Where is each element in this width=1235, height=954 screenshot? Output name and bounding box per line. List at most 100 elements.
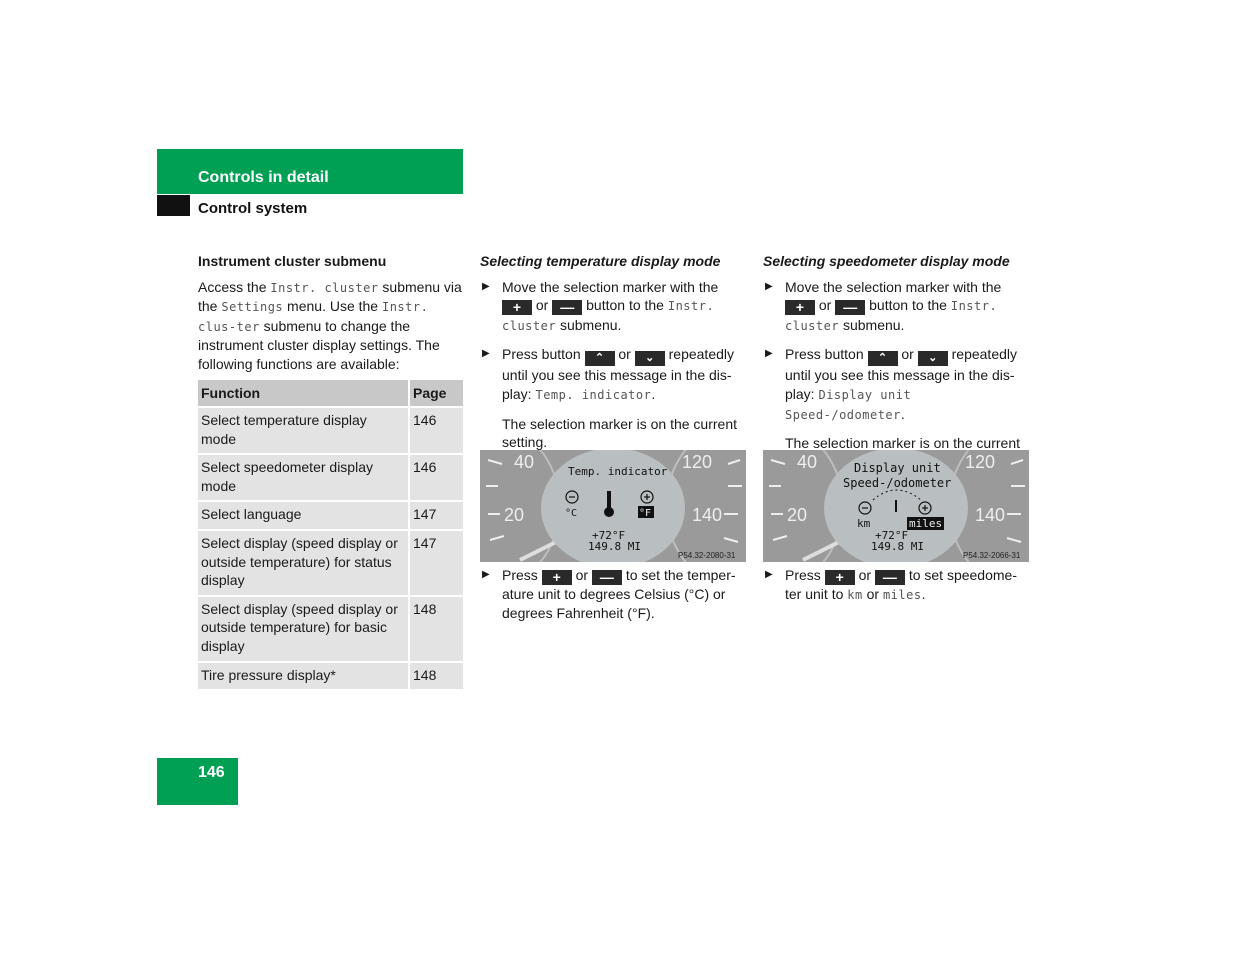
row-page: 148 <box>408 594 463 662</box>
row-page: 148 <box>408 660 463 690</box>
step-text: Move the selection marker with the <box>785 278 1002 295</box>
intro-text: menu. Use the <box>283 298 382 315</box>
step-text: . <box>651 385 656 402</box>
function-table: Function Page Select temperature display… <box>198 380 463 690</box>
tick-20: 20 <box>787 505 807 525</box>
or-text: or <box>818 297 832 314</box>
step-move-marker: ▶ Move the selection marker with the + o… <box>763 278 1029 336</box>
page-number-box <box>157 758 238 805</box>
or-text: or <box>901 346 914 363</box>
tick-20: 20 <box>504 505 524 525</box>
minus-button-icon: — <box>591 570 622 585</box>
step-text: Press <box>785 567 821 583</box>
triangle-bullet-icon: ▶ <box>482 348 490 360</box>
row-function: Select display (speed display or outside… <box>198 528 409 596</box>
unit-miles: miles <box>909 517 942 530</box>
triangle-bullet-icon: ▶ <box>765 569 773 580</box>
minus-button-icon: — <box>552 300 583 316</box>
plus-button-icon: + <box>541 570 572 585</box>
row-function: Select speedometer display mode <box>198 453 409 502</box>
step-press-button: ▶ Press button ⌃ or ⌄ repeatedly until y… <box>763 345 1029 424</box>
header-bar <box>157 149 463 194</box>
display-text: km <box>847 588 863 602</box>
step-text: repeatedly until you see this message in… <box>785 346 1018 402</box>
step-set-temperature-text: ▶ Press + or — to set the temper-ature u… <box>480 566 746 622</box>
row-function: Select display (speed display or outside… <box>198 594 409 662</box>
step-set-speed-unit: ▶ Press + or — to set speedome-ter unit … <box>763 566 1029 605</box>
display-text: Display unit Speed-/odometer <box>785 387 912 422</box>
intro-text: submenu to change the instrument cluster… <box>198 317 440 372</box>
step-text: submenu. <box>842 316 905 333</box>
heading-speedometer: Selecting speedometer display mode <box>763 253 1010 269</box>
up-button-icon: ⌃ <box>867 351 898 367</box>
step-set-speed-unit-text: ▶ Press + or — to set speedome-ter unit … <box>763 566 1029 605</box>
plus-button-icon: + <box>502 300 532 316</box>
tick-140: 140 <box>975 505 1005 525</box>
tick-140: 140 <box>692 505 722 525</box>
or-text: or <box>535 297 549 314</box>
page-number: 146 <box>198 764 225 781</box>
table-row: Select display (speed display or outside… <box>198 528 463 596</box>
tick-120: 120 <box>682 452 712 472</box>
header-function: Function <box>198 380 409 407</box>
triangle-bullet-icon: ▶ <box>765 280 773 292</box>
row-page: 147 <box>408 528 463 596</box>
subsection-title: Control system <box>198 200 308 217</box>
speedometer-display-image: 40 120 20 140 Display unit Speed-/odomet… <box>763 450 1029 562</box>
column-speedometer: Selecting speedometer display mode ▶ Mov… <box>763 252 1029 471</box>
lcd-temperature: +72°F <box>875 529 908 542</box>
down-button-icon: ⌄ <box>917 351 948 367</box>
step-text: to set speedome-ter unit to <box>785 567 1017 602</box>
step-text: submenu. <box>559 316 622 333</box>
intro-text: Access the <box>198 278 271 295</box>
table-row: Select display (speed display or outside… <box>198 594 463 662</box>
step-press-button: ▶ Press button ⌃ or ⌄ repeatedly until y… <box>480 345 746 404</box>
display-text: miles <box>882 588 922 602</box>
step-text: Press <box>502 567 538 583</box>
lcd-title-line2: Speed-/odometer <box>843 476 951 490</box>
minus-circle-icon <box>565 490 579 504</box>
row-function: Select language <box>198 500 409 530</box>
display-text: Instr. clus-ter <box>198 300 429 334</box>
temperature-display-image: 40 120 20 140 Temp. indicator °C °F +72°… <box>480 450 746 562</box>
display-text: Instr. cluster <box>270 280 379 295</box>
step-text: button to the <box>869 297 947 314</box>
thermometer-icon <box>607 491 611 509</box>
step-move-marker: ▶ Move the selection marker with the + o… <box>480 278 746 336</box>
image-code: P54.32-2066-31 <box>963 551 1021 560</box>
triangle-bullet-icon: ▶ <box>482 569 490 580</box>
step-text: to set the temper-ature unit to degrees … <box>502 567 736 621</box>
minus-button-icon: — <box>874 570 905 585</box>
subsection-marker <box>157 195 190 216</box>
step-set-temperature: ▶ Press + or — to set the temper-ature u… <box>480 566 746 622</box>
row-page: 146 <box>408 405 463 455</box>
unit-fahrenheit: °F <box>639 508 651 519</box>
tick-40: 40 <box>797 452 817 472</box>
column-temperature: Selecting temperature display mode ▶ Mov… <box>480 252 746 452</box>
display-text: Temp. indicator <box>535 387 652 402</box>
step-text: repeatedly until you see this message in… <box>502 346 735 402</box>
lcd-title-line1: Display unit <box>854 461 941 475</box>
tick-40: 40 <box>514 452 534 472</box>
row-function: Tire pressure display* <box>198 660 409 690</box>
heading-instrument-cluster: Instrument cluster submenu <box>198 253 387 269</box>
step-text: . <box>921 586 926 602</box>
section-title: Controls in detail <box>198 169 329 186</box>
step-text: Press button <box>502 346 581 363</box>
tick-120: 120 <box>965 452 995 472</box>
lcd-odometer: 149.8 MI <box>588 540 641 553</box>
or-text: or <box>858 567 872 583</box>
triangle-bullet-icon: ▶ <box>765 348 773 360</box>
column-instrument-cluster: Instrument cluster submenu Access the In… <box>198 252 463 374</box>
table-row: Tire pressure display*148 <box>198 660 463 690</box>
intro-paragraph: Access the Instr. cluster submenu via th… <box>198 278 463 374</box>
step-text: Press button <box>785 346 864 363</box>
minus-circle-icon <box>858 501 872 515</box>
step-text: Move the selection marker with the <box>502 278 719 295</box>
unit-celsius: °C <box>565 508 577 519</box>
or-text: or <box>618 346 631 363</box>
minus-button-icon: — <box>835 300 866 316</box>
triangle-bullet-icon: ▶ <box>482 280 490 292</box>
